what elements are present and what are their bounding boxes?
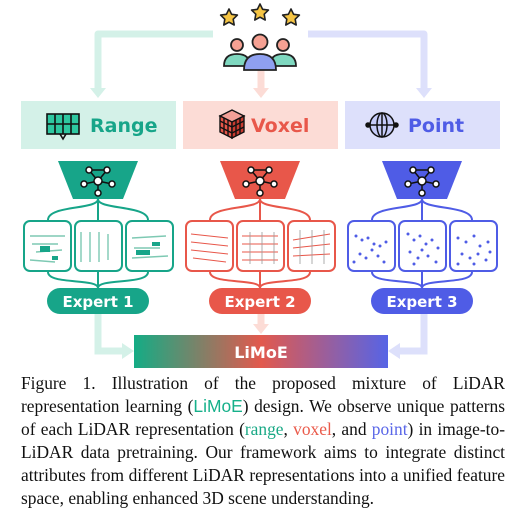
moe-diagram: Range Voxel Point xyxy=(21,3,500,368)
range-thumbnails xyxy=(23,220,174,272)
voxel-label: Voxel xyxy=(251,115,309,137)
arrow-voxel xyxy=(253,88,269,98)
arrow-fuse-right xyxy=(388,343,400,359)
voxel-branch-lines xyxy=(209,198,311,289)
point-thumbnails xyxy=(347,220,498,272)
caption-voxel: voxel xyxy=(293,419,332,439)
caption-text-3: , xyxy=(283,419,294,439)
network-icon-range xyxy=(80,166,116,197)
point-branch-lines xyxy=(371,198,473,289)
point-globe-icon xyxy=(365,112,399,138)
expert-1-label: Expert 1 xyxy=(62,293,133,311)
caption-range: range xyxy=(244,419,284,439)
top-connectors xyxy=(94,30,428,90)
arrow-range xyxy=(90,88,106,98)
caption-text-4: , and xyxy=(331,419,372,439)
caption-point: point xyxy=(371,419,408,439)
limoe-fusion-bar xyxy=(134,335,388,368)
voxel-thumbnails xyxy=(185,220,336,272)
caption-text-1: Illustration of the proposed mixture of … xyxy=(21,373,505,416)
network-icon-voxel xyxy=(242,166,278,197)
caption-figure-label: Figure 1. xyxy=(21,373,96,393)
range-grid-icon xyxy=(46,113,80,141)
arrow-fuse-left xyxy=(122,343,134,359)
point-label: Point xyxy=(408,115,464,137)
voxel-cube-icon xyxy=(218,109,246,140)
expert-2-label: Expert 2 xyxy=(224,293,295,311)
expert-1-pill xyxy=(47,288,149,314)
arrow-fuse-mid xyxy=(253,324,269,334)
limoe-fusion-label: LiMoE xyxy=(234,343,288,362)
caption-limoe: LiMoE xyxy=(193,396,243,416)
expert-2-pill xyxy=(209,288,311,314)
range-label: Range xyxy=(90,115,157,137)
figure-caption: Figure 1. Illustration of the proposed m… xyxy=(21,372,505,510)
caption-text-2: ) design. We observe unique patterns of … xyxy=(21,396,506,439)
range-branch-lines xyxy=(47,198,149,289)
expert-3-label: Expert 3 xyxy=(386,293,457,311)
expert-3-pill xyxy=(371,288,473,314)
caption-text-5: ) in image-to-LiDAR data pretraining. Ou… xyxy=(21,419,505,508)
network-icon-point xyxy=(404,166,440,197)
voxel-box xyxy=(183,101,338,149)
rated-users-icon xyxy=(219,3,301,71)
arrow-point xyxy=(416,88,432,98)
